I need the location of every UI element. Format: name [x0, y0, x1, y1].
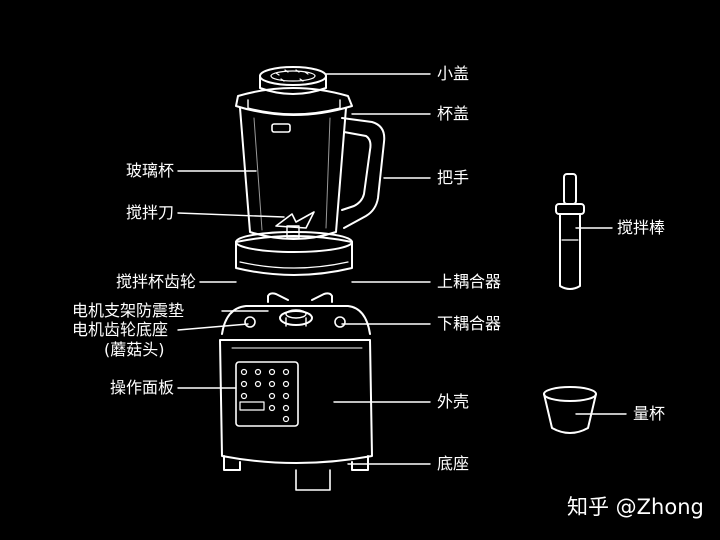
- label-base: 底座: [437, 454, 470, 473]
- cup-lid-drawing: [235, 87, 353, 133]
- motor-gear-drawing: [244, 292, 346, 328]
- label-control-panel: 操作面板: [109, 378, 174, 397]
- glass-cup-drawing: [239, 107, 386, 240]
- label-lower-coupler: 下耦合器: [437, 314, 502, 333]
- label-small-lid: 小盖: [437, 64, 470, 83]
- label-handle: 把手: [437, 168, 470, 187]
- leader-lines: [177, 73, 627, 465]
- watermark: 知乎 @Zhong: [567, 495, 704, 519]
- tamper-drawing: [555, 173, 585, 290]
- label-mushroom-head: (蘑菇头): [104, 340, 165, 359]
- label-motor-damper: 电机支架防震垫: [72, 301, 185, 320]
- control-panel-drawing: [235, 361, 299, 427]
- label-upper-coupler: 上耦合器: [437, 272, 502, 291]
- label-motor-gear-base: 电机齿轮底座: [72, 320, 169, 339]
- base-housing-drawing: [219, 305, 373, 491]
- measuring-cup-drawing: [543, 386, 597, 434]
- label-cup-gear: 搅拌杯齿轮: [115, 272, 196, 291]
- label-cup-lid: 杯盖: [437, 104, 470, 123]
- cup-bottom-drawing: [235, 231, 353, 276]
- label-tamper: 搅拌棒: [617, 218, 666, 237]
- small-lid-drawing: [259, 66, 327, 95]
- label-housing: 外壳: [437, 392, 470, 411]
- label-blade: 搅拌刀: [125, 203, 174, 222]
- label-measuring-cup: 量杯: [633, 404, 666, 423]
- label-glass-cup: 玻璃杯: [125, 161, 174, 180]
